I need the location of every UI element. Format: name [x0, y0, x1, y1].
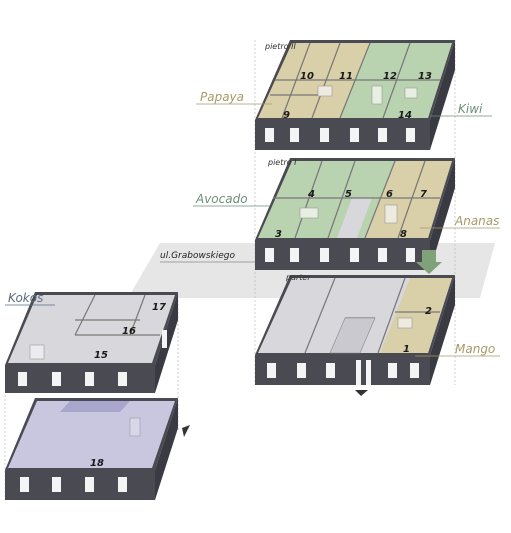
room-9: 9 [283, 110, 290, 121]
label-papaya: Papaya [200, 90, 244, 104]
room-12: 12 [383, 71, 397, 82]
room-11: 11 [339, 71, 353, 82]
room-2: 2 [425, 306, 432, 317]
apartment-labels: Papaya Kiwi Avocado Ananas Mango Kokos [5, 90, 500, 357]
floor-first: pietro I 4 5 6 7 3 8 [255, 158, 455, 274]
room-10: 10 [300, 71, 314, 82]
kokos-upper: 17 16 15 [5, 292, 178, 393]
ground-entry-marker [355, 390, 368, 396]
room-13: 13 [418, 71, 432, 82]
room-8: 8 [400, 229, 407, 240]
room-15: 15 [94, 350, 108, 361]
kokos-lower: 18 [5, 398, 190, 500]
room-1: 1 [403, 344, 410, 355]
floor-second: pietro II 10 11 12 13 9 14 [255, 40, 455, 150]
street-label: ul.Grabowskiego [160, 251, 235, 261]
floor-label-second: pietro II [264, 42, 296, 51]
label-mango: Mango [455, 342, 495, 356]
room-17: 17 [152, 302, 166, 313]
room-14: 14 [398, 110, 412, 121]
label-kiwi: Kiwi [458, 102, 483, 116]
room-5: 5 [345, 189, 352, 200]
label-avocado: Avocado [195, 192, 248, 206]
floor-ground: parter 2 1 [255, 273, 455, 396]
room-18: 18 [90, 458, 104, 469]
label-ananas: Ananas [454, 214, 499, 228]
room-6: 6 [386, 189, 393, 200]
room-4: 4 [307, 189, 315, 200]
floor-label-first: pietro I [267, 158, 297, 167]
floor-label-ground: parter [285, 273, 311, 282]
entrance-arrow [416, 250, 442, 274]
kokos-entry-marker [182, 425, 190, 437]
label-kokos: Kokos [8, 291, 43, 305]
room-16: 16 [122, 326, 136, 337]
room-3: 3 [275, 229, 282, 240]
room-7: 7 [420, 189, 427, 200]
